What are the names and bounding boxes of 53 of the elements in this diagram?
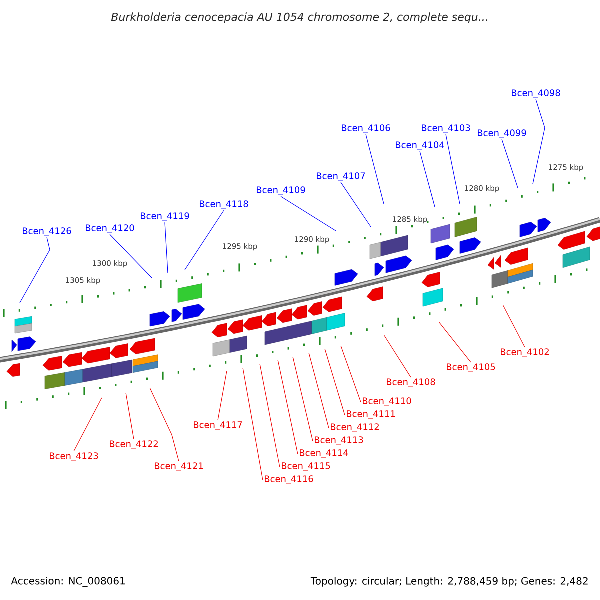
gene-label: Bcen_4112	[331, 424, 379, 432]
leader-line	[502, 139, 518, 188]
leader-line	[502, 304, 526, 348]
leader-line	[278, 360, 298, 454]
gene-label: Bcen_4098	[512, 90, 560, 98]
leader-line	[74, 398, 102, 452]
gene-label: Bcen_4102	[501, 348, 549, 358]
leader-line	[438, 322, 472, 363]
gene-label: Bcen_4115	[282, 462, 330, 472]
leader-line	[340, 346, 362, 402]
gene-label: Bcen_4103	[422, 124, 470, 134]
leader-line	[532, 99, 546, 184]
gene-label: Bcen_4126	[23, 228, 72, 236]
leader-line	[324, 348, 346, 416]
leader-line	[420, 151, 436, 208]
gene-label: Bcen_4104	[396, 142, 444, 150]
gene-label: Bcen_4105	[447, 364, 496, 372]
gene-label: Bcen_4109	[257, 186, 306, 196]
leader-line	[292, 356, 314, 442]
gene-label: Bcen_4119	[141, 212, 190, 222]
gene-label: Bcen_4114	[300, 450, 348, 458]
leader-line	[110, 234, 152, 278]
gene-label: Bcen_4118	[200, 200, 248, 210]
gene-label: Bcen_4107	[317, 172, 366, 182]
leader-line	[184, 210, 224, 270]
gene-label: Bcen_4110	[363, 398, 412, 406]
leader-line	[218, 370, 228, 421]
gene-label: Bcen_4113	[315, 436, 364, 446]
gene-label: Bcen_4122	[110, 440, 158, 450]
leader-line	[280, 196, 336, 232]
title: Burkholderia cenocepacia AU 1054 chromosome 2, complete sequ...	[111, 12, 488, 24]
gene-label: Bcen_4121	[155, 462, 204, 472]
leader-line	[20, 237, 50, 304]
leader-line	[384, 334, 412, 378]
gene-label: Bcen_4106	[342, 124, 390, 134]
gene-label: Bcen_4117	[194, 422, 242, 430]
info-text: Topology: circular; Length: 2,788,459 bp; Genes: 2,482	[310, 577, 588, 587]
leader-line	[308, 352, 330, 428]
gene-label: Bcen_4108	[387, 378, 436, 388]
info-text: Accession: NC_008061	[11, 577, 125, 587]
leader-line	[242, 368, 264, 480]
gene-label: Bcen_4116	[265, 476, 314, 484]
leader-line	[446, 134, 460, 204]
gene-label: Bcen_4120	[86, 224, 134, 234]
leader-line	[260, 364, 280, 468]
leader-line	[340, 182, 372, 228]
leader-line	[366, 134, 384, 204]
leader-line	[150, 388, 180, 462]
gene-label: Bcen_4111	[347, 410, 396, 420]
gene-label: Bcen_4123	[50, 452, 98, 462]
leader-line	[164, 222, 168, 274]
leader-line	[126, 392, 134, 440]
gene-label: Bcen_4099	[478, 130, 526, 138]
